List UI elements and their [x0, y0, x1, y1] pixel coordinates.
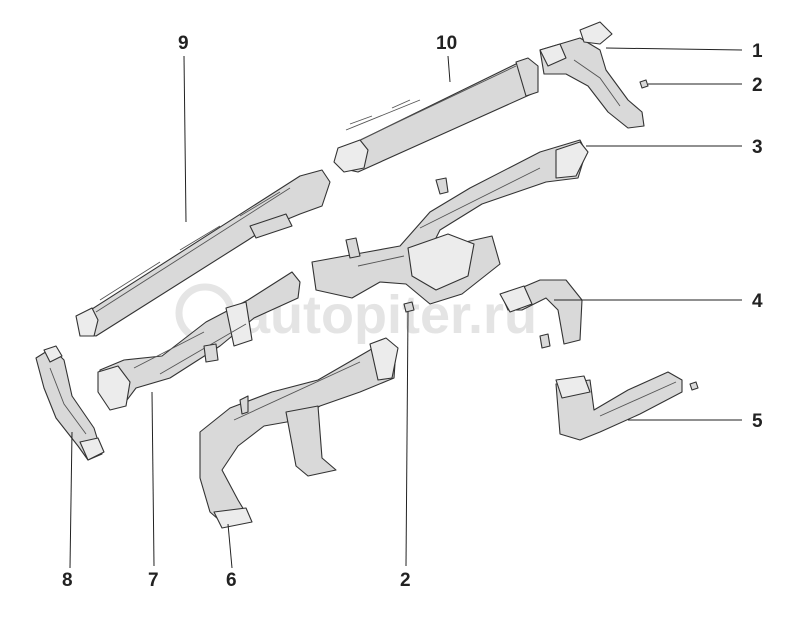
part-5-rear-floor-duct[interactable]: [555, 371, 699, 441]
callout-7: 7: [148, 570, 159, 591]
callout-9: 9: [178, 33, 189, 54]
callout-2-lower: 2: [400, 570, 411, 591]
callout-2-upper: 2: [752, 75, 763, 96]
part-4-elbow-duct[interactable]: [499, 279, 583, 349]
part-9-left-long-duct[interactable]: [75, 169, 331, 337]
callout-3: 3: [752, 137, 763, 158]
part-10-upper-duct[interactable]: [333, 57, 539, 173]
leader-lines: [69, 47, 743, 569]
part-6-floor-duct[interactable]: [199, 337, 399, 529]
callout-4: 4: [752, 291, 763, 312]
part-7-left-lower-duct[interactable]: [97, 271, 301, 411]
callout-6: 6: [226, 570, 237, 591]
part-3-center-duct[interactable]: [311, 139, 589, 305]
callout-8: 8: [62, 570, 73, 591]
callout-10: 10: [436, 33, 457, 54]
part-2-clip-upper[interactable]: [639, 79, 649, 89]
part-2-clip-center[interactable]: [403, 301, 415, 313]
callouts: 1 2 3 4 5 10 9 2 6 7 8: [62, 33, 763, 591]
callout-1: 1: [752, 41, 763, 62]
part-1-right-outlet-duct[interactable]: [539, 21, 645, 129]
part-8-left-outlet-duct[interactable]: [35, 345, 105, 461]
callout-5: 5: [752, 411, 763, 432]
